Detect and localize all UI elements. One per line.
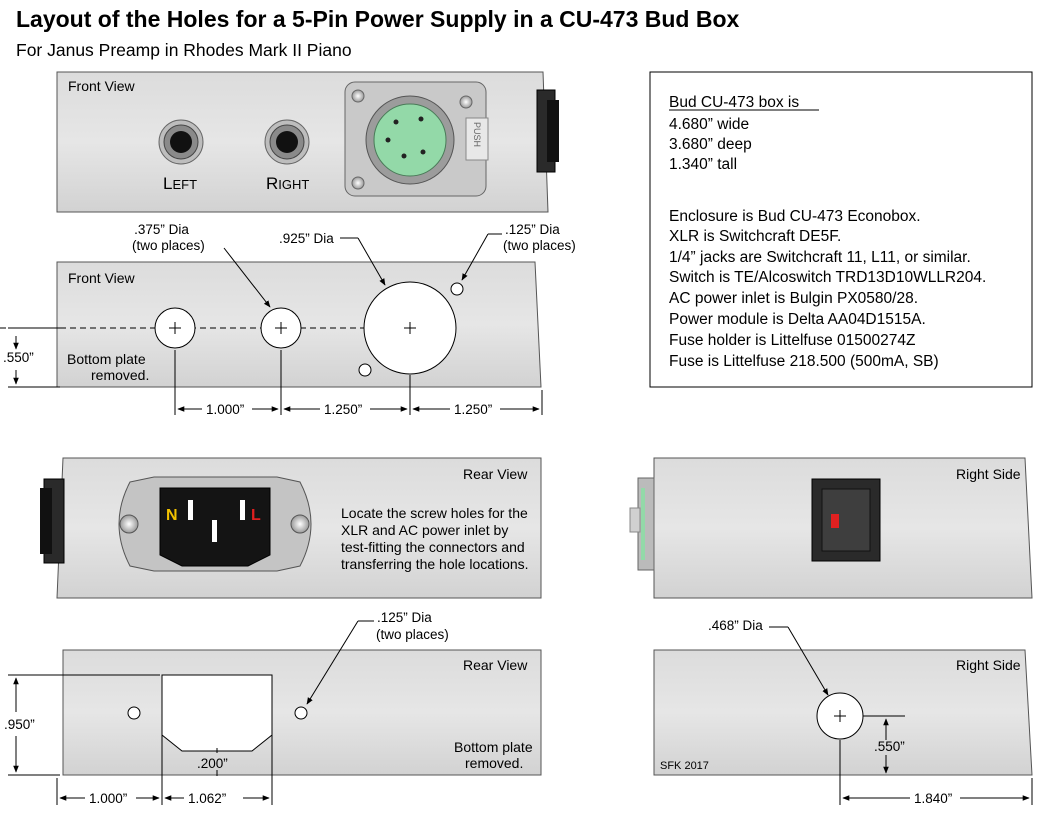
rear-callout-leader [306, 620, 359, 705]
left-jack-label: LEFT [163, 174, 197, 193]
rear-note-line3: test-fitting the connectors and [341, 539, 525, 555]
front-hole-125-1 [450, 282, 464, 296]
rear-dim-notch: .200” [197, 756, 228, 771]
inlet-n-label: N [166, 507, 178, 524]
rear-dim-2: 1.062” [188, 791, 226, 806]
callout-925-leader [357, 237, 386, 286]
ac-inlet-icon: N L [118, 476, 312, 572]
page-title: Layout of the Holes for a 5-Pin Power Su… [16, 6, 740, 32]
callout-125-line2: (two places) [503, 238, 576, 253]
front-bottom-plate-line1: Bottom plate [67, 351, 146, 367]
power-indicator [831, 514, 839, 528]
rear-view-panel: Rear View N L Locate the screw holes for… [40, 457, 542, 599]
front-bottom-plate-line2: removed. [91, 367, 149, 383]
right-drill-label: Right Side [956, 657, 1021, 673]
right-hole-468 [816, 692, 864, 740]
spec-part-fuse: Fuse is Littelfuse 218.500 (500mA, SB) [669, 353, 939, 370]
spec-dim-depth: 3.680” deep [669, 136, 752, 153]
rear-dim-1: 1.000” [89, 791, 127, 806]
callout-375-line1: .375” Dia [133, 222, 189, 237]
right-callout-468: .468” Dia [708, 618, 763, 633]
right-dim-width: 1.840” [914, 791, 952, 806]
spec-part-switch: Switch is TE/Alcoswitch TRD13D10WLLR204. [669, 269, 986, 286]
left-jack-icon [158, 119, 204, 165]
spec-part-module: Power module is Delta AA04D1515A. [669, 311, 926, 328]
rocker-switch-front-icon [811, 478, 881, 562]
front-view-label: Front View [68, 78, 136, 94]
push-label: PUSH [472, 122, 482, 147]
rear-drill-label: Rear View [463, 657, 528, 673]
rear-dim-height: .950” [4, 717, 35, 732]
front-hole-375-1 [154, 307, 196, 349]
right-jack-label: RIGHT [266, 174, 309, 193]
rear-bottom-plate-line2: removed. [465, 755, 523, 771]
front-hole-925 [363, 281, 457, 375]
xlr-side-icon [629, 477, 655, 571]
inlet-l-label: L [251, 507, 261, 524]
right-jack-icon [264, 119, 310, 165]
spec-dim-height: 1.340” tall [669, 156, 737, 173]
rear-hole-125-1 [127, 706, 141, 720]
front-drill-panel: Front View .375” Dia (two places) .925” … [0, 222, 576, 417]
rear-view-label: Rear View [463, 466, 528, 482]
spec-box: Bud CU-473 box is 4.680” wide 3.680” dee… [649, 71, 1033, 388]
callout-125-leader [461, 233, 489, 281]
front-dim-3: 1.250” [454, 402, 492, 417]
rear-note-line1: Locate the screw holes for the [341, 505, 528, 521]
right-drill-panel: Right Side .468” Dia .550” SFK 2017 1.84… [653, 618, 1033, 806]
rear-drill-panel: Rear View .125” Dia (two places) Bottom … [4, 610, 542, 806]
right-side-panel: Right Side [629, 457, 1033, 599]
front-view-panel: Front View LEFT RIGHT [56, 71, 559, 213]
callout-375-line2: (two places) [132, 238, 205, 253]
spec-dim-width: 4.680” wide [669, 116, 749, 133]
right-callout-leader [787, 626, 829, 696]
rocker-switch-rear-icon [40, 478, 65, 564]
rear-callout-125-line2: (two places) [376, 627, 449, 642]
right-side-label: Right Side [956, 466, 1021, 482]
xlr-connector-icon: PUSH [344, 81, 489, 197]
spec-part-jacks: 1/4” jacks are Switchcraft 11, L11, or s… [669, 249, 971, 266]
spec-part-fuse-holder: Fuse holder is Littelfuse 01500274Z [669, 332, 915, 349]
rear-bottom-plate-line1: Bottom plate [454, 739, 533, 755]
rear-note-line4: transferring the hole locations. [341, 556, 529, 572]
right-dim-height: .550” [874, 739, 905, 754]
spec-heading: Bud CU-473 box is [669, 94, 799, 111]
rear-note-line2: XLR and AC power inlet by [341, 522, 508, 538]
callout-925: .925” Dia [279, 231, 334, 246]
front-dim-height: .550” [3, 350, 34, 365]
front-dim-1: 1.000” [206, 402, 244, 417]
front-drill-label: Front View [68, 270, 136, 286]
front-hole-375-2 [260, 307, 302, 349]
front-hole-125-2 [358, 363, 372, 377]
spec-part-xlr: XLR is Switchcraft DE5F. [669, 228, 841, 245]
rocker-switch-side-icon [536, 89, 559, 173]
page-subtitle: For Janus Preamp in Rhodes Mark II Piano [16, 40, 352, 60]
callout-125-line1: .125” Dia [505, 222, 560, 237]
credit: SFK 2017 [660, 760, 709, 772]
rear-callout-125-line1: .125” Dia [377, 610, 432, 625]
front-dim-2: 1.250” [324, 402, 362, 417]
ac-inlet-cutout [161, 674, 273, 752]
spec-part-inlet: AC power inlet is Bulgin PX0580/28. [669, 290, 918, 307]
spec-part-enclosure: Enclosure is Bud CU-473 Econobox. [669, 208, 921, 225]
callout-375-leader [223, 247, 271, 308]
rear-hole-125-2 [294, 706, 308, 720]
